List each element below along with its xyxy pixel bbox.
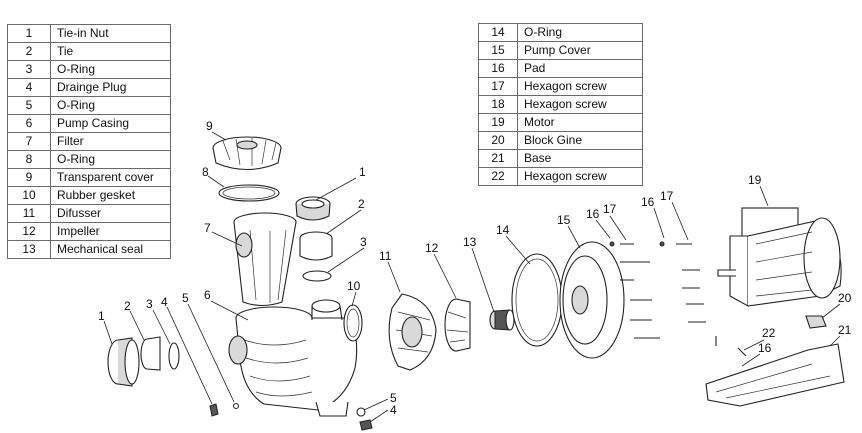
- part-name-cell: Pad: [517, 59, 643, 78]
- callout-14: 14: [496, 223, 510, 237]
- callout-4-b: 4: [390, 403, 397, 417]
- part-pump-cover: [559, 241, 625, 359]
- part-motor: [717, 207, 842, 307]
- part-o-ring-8: [218, 184, 280, 202]
- callout-6: 6: [204, 288, 211, 302]
- part-pump-casing: [228, 299, 358, 417]
- part-name-cell: Pump Cover: [517, 41, 643, 60]
- callout-2-upper: 2: [358, 197, 365, 211]
- callout-15: 15: [557, 213, 571, 227]
- callout-20: 20: [838, 291, 852, 305]
- callout-5-b: 5: [390, 391, 397, 405]
- callout-19: 19: [748, 173, 762, 187]
- callout-13: 13: [463, 235, 477, 249]
- part-name-cell: O-Ring: [517, 23, 643, 42]
- part-tie-lower: [140, 336, 161, 371]
- part-mechanical-seal: [489, 309, 515, 331]
- part-name-cell: Rubber gesket: [50, 186, 171, 205]
- callout-9: 9: [206, 119, 213, 133]
- callout-16-a: 16: [586, 207, 600, 221]
- part-o-ring-14: [511, 253, 563, 347]
- part-base: [705, 343, 845, 407]
- part-tie-in-nut-upper: [295, 196, 331, 221]
- part-tie-upper: [299, 231, 333, 261]
- part-name-cell: Motor: [517, 113, 643, 132]
- part-name-cell: Drainge Plug: [50, 78, 171, 97]
- callout-17-b: 17: [660, 189, 674, 203]
- part-number-cell: 12: [7, 222, 51, 241]
- callout-5: 5: [182, 291, 189, 305]
- callout-16-c: 16: [758, 341, 772, 355]
- part-number-cell: 11: [7, 204, 51, 223]
- part-drain-plug: [209, 403, 219, 417]
- callout-10: 10: [347, 279, 361, 293]
- part-transparent-cover: [212, 136, 282, 170]
- part-name-cell: Block Gine: [517, 131, 643, 150]
- part-tie-in-nut-lower: [107, 337, 140, 387]
- part-name-cell: Tie-in Nut: [50, 24, 171, 43]
- callout-3-upper: 3: [360, 235, 367, 249]
- part-number-cell: 19: [478, 113, 518, 132]
- part-number-cell: 10: [7, 186, 51, 205]
- callout-4: 4: [161, 295, 168, 309]
- part-number-cell: 13: [7, 240, 51, 259]
- part-name-cell: Hexagon screw: [517, 77, 643, 96]
- part-diffuser: [388, 293, 437, 371]
- part-o-ring-5b: [356, 407, 366, 417]
- callout-17-a: 17: [603, 202, 617, 216]
- part-hexagon-screw-22: [715, 336, 747, 357]
- part-o-ring-lower: [168, 342, 180, 370]
- callout-1: 1: [98, 309, 105, 323]
- part-name-cell: Hexagon screw: [517, 167, 643, 186]
- callout-3: 3: [146, 297, 153, 311]
- part-hexagon-screws: [609, 241, 706, 339]
- part-filter-basket: [233, 212, 297, 307]
- callout-21: 21: [838, 323, 852, 337]
- callout-16-b: 16: [641, 195, 655, 209]
- callout-22: 22: [762, 326, 776, 340]
- part-number-cell: 21: [478, 149, 518, 168]
- part-impeller: [444, 298, 471, 352]
- part-number-cell: 17: [478, 77, 518, 96]
- callout-11: 11: [379, 249, 392, 263]
- callout-2: 2: [124, 299, 131, 313]
- callout-12: 12: [425, 241, 439, 255]
- callout-1-upper: 1: [359, 165, 366, 179]
- part-o-ring-upper: [302, 270, 332, 282]
- part-drain-plug-b: [359, 419, 373, 431]
- callout-8: 8: [202, 165, 209, 179]
- part-block-gine: [805, 315, 827, 329]
- part-o-ring-5: [232, 402, 240, 410]
- callout-7: 7: [204, 221, 211, 235]
- part-name-cell: Pump Casing: [50, 114, 171, 133]
- part-name-cell: Mechanical seal: [50, 240, 171, 259]
- part-name-cell: Filter: [50, 132, 171, 151]
